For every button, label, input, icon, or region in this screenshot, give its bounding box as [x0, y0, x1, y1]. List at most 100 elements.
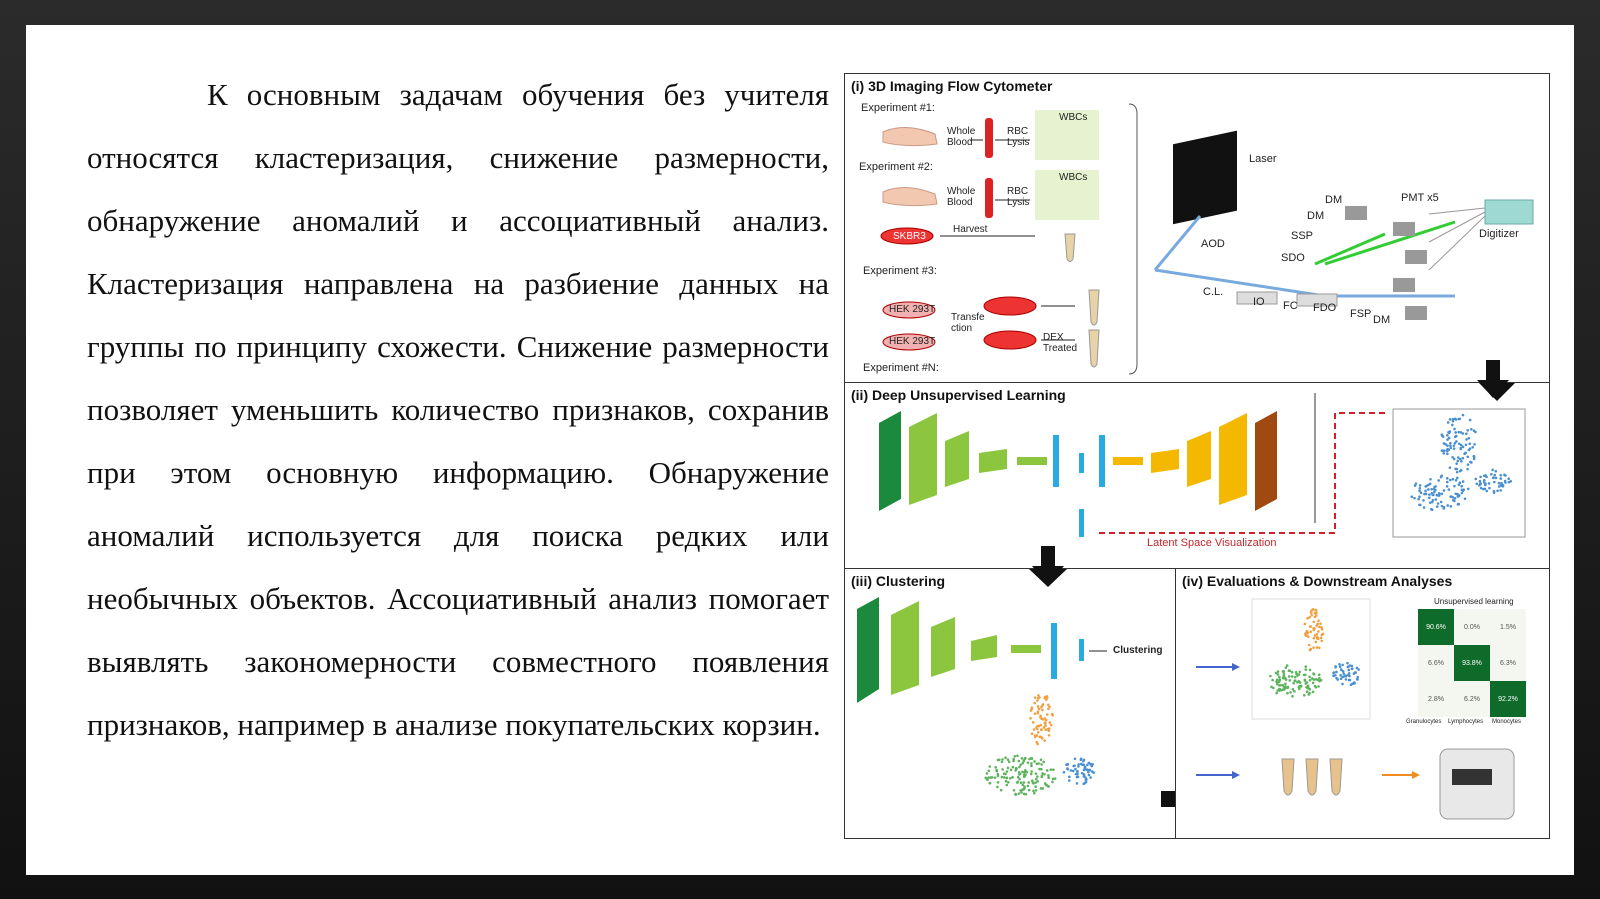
scatter-point: [1344, 678, 1348, 681]
scatter-point: [1284, 678, 1288, 681]
matrix-cell: 92.2%: [1490, 681, 1526, 717]
scatter-point: [1417, 497, 1420, 501]
experiment-1-label: Experiment #1:: [861, 102, 935, 114]
latent-scatter: [1410, 413, 1513, 512]
scatter-point: [1030, 732, 1034, 736]
scatter-point: [1314, 614, 1318, 617]
scatter-point: [1036, 780, 1040, 783]
scatter-point: [1085, 768, 1089, 771]
scatter-point: [1451, 423, 1454, 427]
scatter-point: [1449, 444, 1452, 447]
wbcs-label-1: WBCs: [1059, 112, 1088, 123]
scatter-point: [998, 758, 1001, 762]
scatter-point: [996, 785, 999, 789]
scatter-point: [1284, 682, 1287, 686]
scatter-point: [1026, 761, 1030, 764]
scatter-point: [1012, 759, 1015, 763]
scatter-point: [1077, 763, 1080, 766]
scatter-point: [1467, 448, 1471, 452]
scatter-point: [1434, 498, 1438, 501]
scatter-point: [1044, 728, 1047, 732]
scatter-point: [1454, 478, 1458, 482]
scatter-point: [1030, 757, 1034, 760]
scatter-point: [1019, 763, 1022, 767]
matrix-cell: 2.8%: [1418, 681, 1454, 717]
scatter-point: [1478, 484, 1481, 487]
confusion-matrix: 90.6%0.0%1.5%6.6%93.8%6.3%2.8%6.2%92.2%: [1418, 609, 1526, 717]
scatter-point: [1023, 757, 1026, 761]
scatter-point: [1429, 477, 1432, 481]
scatter-point: [1006, 766, 1010, 770]
panel-evaluations: (iv) Evaluations & Downstream Analyses U…: [1176, 569, 1549, 838]
scatter-point: [1016, 754, 1019, 758]
scatter-point: [1341, 663, 1344, 667]
dex-treated-label: DEX Treated: [1043, 332, 1078, 354]
scatter-point: [1311, 608, 1315, 611]
scatter-point: [1338, 665, 1342, 669]
scatter-point: [1430, 508, 1434, 512]
scatter-point: [1355, 666, 1359, 670]
scatter-point: [1466, 463, 1470, 466]
scatter-point: [1305, 681, 1309, 684]
scatter-point: [1001, 768, 1004, 771]
scatter-point: [1045, 713, 1049, 716]
scatter-point: [1459, 446, 1463, 450]
scatter-point: [1440, 449, 1444, 452]
scatter-point: [1285, 664, 1289, 667]
scatter-point: [1317, 685, 1320, 688]
scatter-point: [1440, 474, 1444, 477]
scatter-point: [1451, 418, 1455, 421]
hek-label-1: HEK 293T: [889, 304, 936, 315]
scatter-point: [1027, 781, 1030, 784]
scatter-point: [1068, 775, 1071, 779]
scatter-point: [1036, 775, 1039, 778]
scatter-point: [1311, 681, 1315, 685]
scatter-point: [1043, 695, 1047, 699]
scatter-point: [1282, 688, 1286, 691]
scatter-point: [1456, 456, 1460, 459]
scatter-point: [1346, 661, 1349, 665]
scatter-point: [1005, 783, 1009, 787]
matrix-cell: 1.5%: [1490, 609, 1526, 645]
scatter-point: [1451, 477, 1455, 481]
scatter-point: [1082, 782, 1085, 786]
scatter-point: [1269, 674, 1272, 678]
experiment-n-label: Experiment #N:: [863, 362, 939, 374]
scatter-point: [1018, 765, 1021, 769]
scatter-point: [1033, 712, 1037, 715]
matrix-row-label-2: Monocytes: [1492, 719, 1522, 725]
scatter-point: [1335, 676, 1338, 680]
scatter-point: [1466, 428, 1470, 432]
matrix-cell: 6.3%: [1490, 645, 1526, 681]
scatter-point: [1087, 773, 1091, 777]
scatter-point: [1298, 670, 1302, 674]
scatter-point: [1309, 610, 1313, 614]
panel3-title: (iii) Clustering: [851, 573, 946, 589]
scatter-point: [1035, 727, 1039, 731]
matrix-cell: 90.6%: [1418, 609, 1454, 645]
scatter-point: [1340, 668, 1343, 672]
scatter-point: [1303, 622, 1307, 626]
scatter-point: [1445, 485, 1449, 488]
scatter-point: [1465, 432, 1468, 435]
whole-blood-label-1: Whole Blood: [947, 126, 976, 148]
figure: (i) 3D Imaging Flow Cytometer Experiment…: [844, 73, 1550, 839]
scatter-point: [1414, 482, 1418, 485]
scatter-point: [1448, 478, 1452, 482]
scatter-point: [1308, 691, 1311, 695]
scatter-point: [1302, 693, 1306, 697]
scatter-point: [1041, 704, 1044, 707]
scatter-point: [1313, 634, 1317, 637]
scatter-point: [1427, 488, 1430, 491]
scatter-point: [1040, 763, 1043, 766]
scatter-point: [1466, 455, 1470, 459]
scatter-point: [1488, 486, 1491, 490]
scatter-point: [1047, 729, 1051, 733]
scatter-point: [1452, 498, 1455, 502]
scatter-point: [1499, 473, 1503, 477]
scatter-point: [1031, 781, 1035, 785]
scatter-point: [1015, 781, 1019, 784]
scatter-point: [1017, 759, 1021, 763]
scatter-point: [1308, 675, 1311, 679]
scatter-point: [1433, 490, 1436, 494]
